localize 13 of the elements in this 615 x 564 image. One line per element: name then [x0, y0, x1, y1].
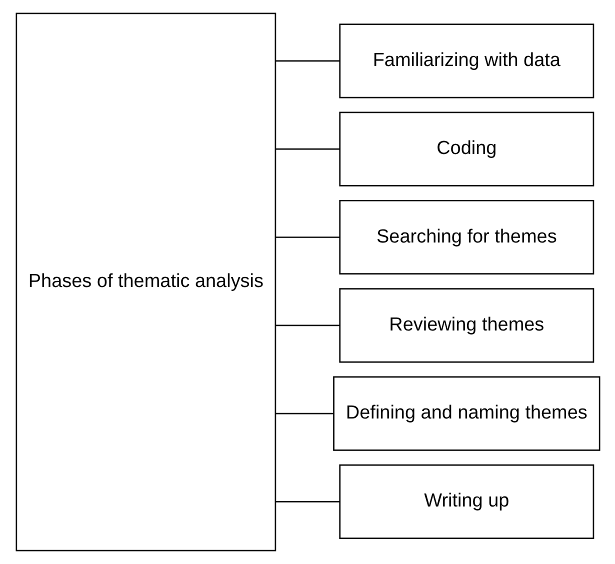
node-box: Coding: [338, 112, 594, 186]
connector: [274, 148, 340, 150]
node-box: Phases of thematic analysis: [15, 12, 276, 552]
connector: [274, 501, 340, 502]
node-box: Familiarizing with data: [338, 24, 594, 98]
connector: [274, 60, 340, 62]
node-box: Reviewing themes: [338, 288, 594, 363]
node-box: Writing up: [338, 464, 594, 539]
connector: [274, 324, 340, 326]
connector: [274, 412, 334, 414]
node-box: Defining and naming themes: [332, 376, 600, 451]
connector: [274, 236, 340, 238]
node-box: Searching for themes: [338, 200, 594, 275]
